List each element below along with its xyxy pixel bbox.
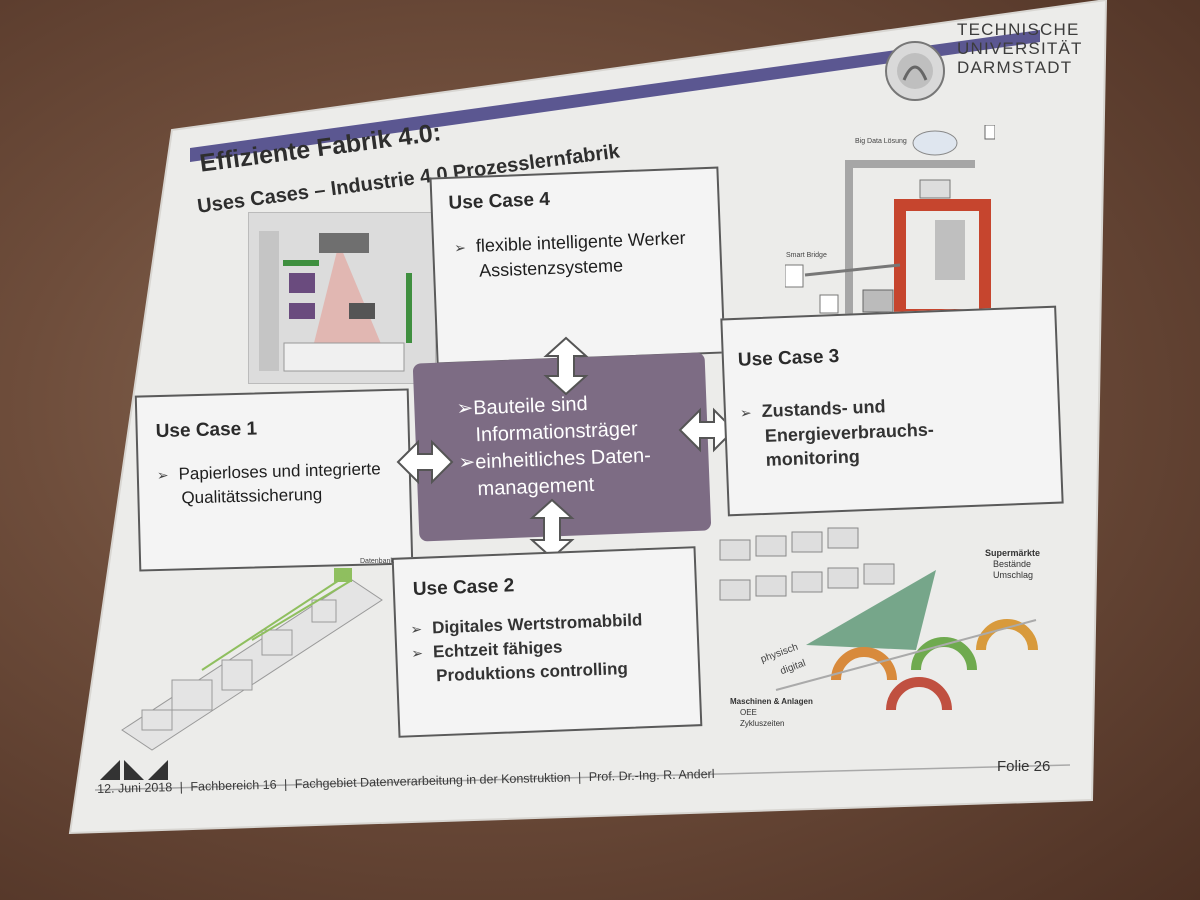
use-case-3-title: Use Case 3 <box>737 345 840 371</box>
use-case-2-bullet-2: Echtzeit fähiges <box>432 637 563 662</box>
value-stream-illustration <box>716 520 1056 760</box>
label-maschinen-title: Maschinen & Anlagen <box>730 697 813 706</box>
dik-logo-icon <box>100 760 168 780</box>
use-case-2-box: Use Case 2 ➢Digitales Wertstromabbild ➢E… <box>391 546 703 738</box>
label-supermaerkte-title: Supermärkte <box>985 548 1041 558</box>
footer-date: 12. Juni 2018 <box>97 780 173 796</box>
university-line-3: DARMSTADT <box>957 58 1073 77</box>
footer-sep-2: | <box>283 777 288 792</box>
university-seal-icon <box>884 40 946 102</box>
use-case-3-text: ➢Zustands- und Energieverbrauchs- monito… <box>739 392 935 472</box>
use-case-2-bullet-1: Digitales Wertstromabbild <box>431 610 643 638</box>
label-supermaerkte: Supermärkte Bestände Umschlag <box>985 548 1040 581</box>
use-case-3-bullet-1: Zustands- und <box>761 396 886 421</box>
arrow-left-right-left <box>396 439 454 485</box>
label-zykluszeiten: Zykluszeiten <box>740 719 785 728</box>
university-name: TECHNISCHE UNIVERSITÄT DARMSTADT <box>957 20 1083 77</box>
workstation-illustration <box>248 212 436 384</box>
use-case-3-box: Use Case 3 ➢Zustands- und Energieverbrau… <box>720 305 1064 517</box>
label-bestaende: Bestände <box>993 559 1032 569</box>
footer-sep-1: | <box>179 779 184 794</box>
label-smart-bridge: Smart Bridge <box>786 252 827 259</box>
factory-layout-illustration <box>112 560 392 760</box>
university-line-1: TECHNISCHE <box>957 20 1080 39</box>
label-big-data: Big Data Lösung <box>855 138 907 145</box>
label-datenbank: Datenbank <box>360 558 394 565</box>
university-line-2: UNIVERSITÄT <box>957 39 1083 58</box>
label-maschinen: Maschinen & Anlagen OEE Zykluszeiten <box>730 696 813 729</box>
use-case-2-title: Use Case 2 <box>412 575 515 601</box>
arrow-up-down-top <box>543 336 589 396</box>
footer-sep-3: | <box>577 770 582 785</box>
label-umschlag: Umschlag <box>993 570 1034 580</box>
slide-number: Folie 26 <box>997 758 1051 775</box>
footer-dept: Fachbereich 16 <box>190 777 277 794</box>
arrow-up-down-bottom <box>529 498 575 560</box>
use-case-2-text: ➢Digitales Wertstromabbild ➢Echtzeit fäh… <box>410 608 645 688</box>
label-oee: OEE <box>740 708 757 717</box>
